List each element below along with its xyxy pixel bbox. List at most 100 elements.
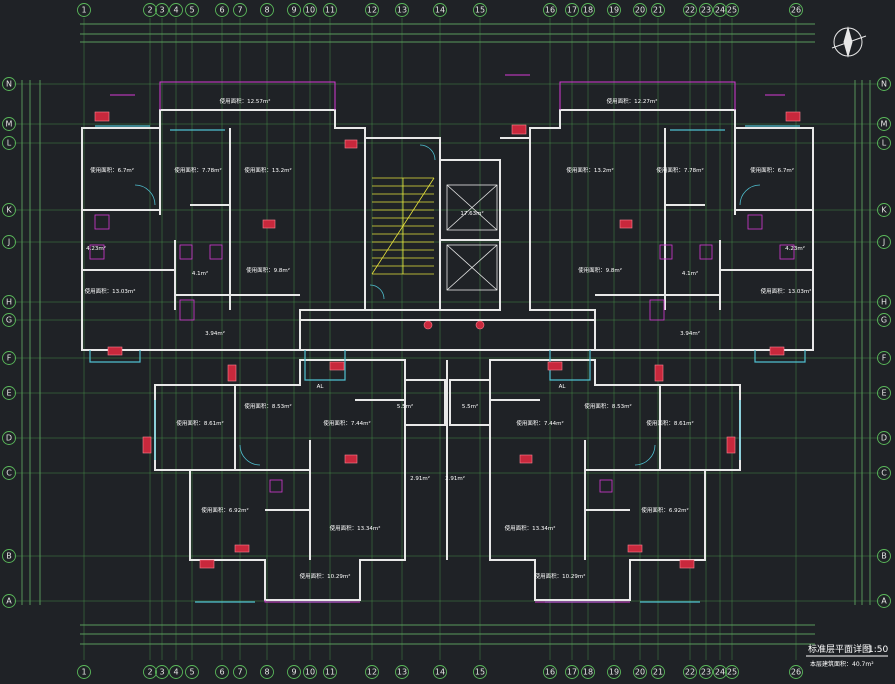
fixtures	[94, 111, 801, 569]
axis-bubble-row: N	[877, 77, 891, 91]
axis-bubble-col: 14	[433, 3, 447, 17]
axis-label-col: 23	[701, 6, 711, 15]
room-area-label: 使用面积：8.53m²	[584, 402, 631, 410]
axis-label-row: E	[6, 389, 11, 398]
axis-bubble-row: D	[2, 431, 16, 445]
axis-bubble-row: D	[877, 431, 891, 445]
axis-label-col: 10	[305, 668, 315, 677]
axis-bubble-col: 10	[303, 3, 317, 17]
axis-label-col: 9	[291, 668, 296, 677]
axis-label-col: 17	[567, 668, 577, 677]
axis-label-col: 6	[219, 668, 224, 677]
axis-bubble-col: 11	[323, 3, 337, 17]
axis-bubble-col: 21	[651, 665, 665, 679]
axis-label-col: 16	[545, 6, 555, 15]
axis-label-col: 25	[727, 6, 737, 15]
axis-bubble-col: 22	[683, 3, 697, 17]
room-area-label: 使用面积：10.29m²	[535, 572, 586, 580]
axis-label-col: 25	[727, 668, 737, 677]
sanitary-fixtures	[89, 214, 795, 493]
axis-label-col: 22	[685, 668, 695, 677]
axis-label-row: H	[6, 298, 12, 307]
axis-bubble-row: J	[877, 235, 891, 249]
axis-label-col: 20	[635, 668, 645, 677]
axis-bubble-col: 19	[607, 3, 621, 17]
room-area-label: 使用面积：7.78m²	[174, 166, 221, 174]
axis-bubble-col: 15	[473, 665, 487, 679]
axis-label-col: 24	[715, 668, 725, 677]
room-area-label: AL	[317, 384, 325, 390]
elevator-shafts	[446, 184, 498, 291]
doors	[134, 144, 761, 466]
axis-label-col: 7	[237, 6, 242, 15]
axis-bubble-col: 7	[233, 665, 247, 679]
axis-label-col: 5	[189, 668, 194, 677]
axis-bubble-col: 4	[169, 3, 183, 17]
axis-label-row: N	[881, 80, 887, 89]
room-area-label: 17.63m²	[460, 210, 483, 217]
room-area-label: 使用面积：12.27m²	[607, 97, 658, 105]
axis-label-row: D	[881, 434, 887, 443]
axis-label-col: 5	[189, 6, 194, 15]
axis-label-row: B	[6, 552, 12, 561]
axis-label-col: 3	[159, 668, 164, 677]
axis-label-row: B	[881, 552, 887, 561]
axis-label-col: 11	[325, 6, 335, 15]
axis-bubble-col: 4	[169, 665, 183, 679]
axis-label-row: N	[6, 80, 12, 89]
axis-label-row: M	[881, 120, 888, 129]
axis-bubble-col: 7	[233, 3, 247, 17]
axis-label-col: 17	[567, 6, 577, 15]
axis-label-col: 20	[635, 6, 645, 15]
axis-label-col: 19	[609, 6, 619, 15]
axis-bubble-col: 25	[725, 3, 739, 17]
stair-treads	[371, 177, 435, 275]
room-area-label: AL	[559, 384, 567, 390]
room-area-label: 使用面积：10.29m²	[300, 572, 351, 580]
axis-label-col: 10	[305, 6, 315, 15]
axis-label-col: 2	[147, 668, 152, 677]
axis-bubble-col: 23	[699, 665, 713, 679]
room-area-label: 使用面积：7.78m²	[656, 166, 703, 174]
room-area-label: 使用面积：7.44m²	[516, 419, 563, 427]
axis-bubble-col: 17	[565, 3, 579, 17]
axis-bubble-col: 3	[155, 665, 169, 679]
axis-bubble-row: G	[877, 313, 891, 327]
axis-bubble-col: 19	[607, 665, 621, 679]
axis-bubble-col: 12	[365, 665, 379, 679]
drawing-subtitle: 本层建筑面积：40.7m²	[810, 660, 874, 668]
axis-label-col: 14	[435, 668, 445, 677]
axis-label-col: 18	[583, 6, 593, 15]
axis-label-col: 21	[653, 6, 663, 15]
room-area-label: 使用面积：13.03m²	[85, 287, 136, 295]
axis-bubble-col: 3	[155, 3, 169, 17]
room-area-label: 使用面积：6.7m²	[90, 166, 134, 174]
walls	[81, 109, 814, 601]
axis-bubble-row: K	[2, 203, 16, 217]
axis-bubble-col: 9	[287, 665, 301, 679]
axis-label-row: L	[7, 139, 12, 148]
axis-label-row: F	[882, 354, 887, 363]
room-area-label: 使用面积：13.2m²	[244, 166, 291, 174]
axis-bubble-col: 24	[713, 3, 727, 17]
axis-label-col: 1	[81, 668, 86, 677]
axis-label-col: 18	[583, 668, 593, 677]
axis-bubble-row: F	[877, 351, 891, 365]
axis-bubble-row: K	[877, 203, 891, 217]
axis-bubble-col: 1	[77, 665, 91, 679]
axis-label-col: 19	[609, 668, 619, 677]
dimension-lines	[21, 23, 871, 645]
drawing-title: 标准层平面详图	[808, 643, 871, 655]
axis-label-row: M	[6, 120, 13, 129]
room-area-label: 4.23m²	[785, 245, 805, 252]
axis-bubble-row: M	[877, 117, 891, 131]
axis-bubble-col: 17	[565, 665, 579, 679]
axis-bubble-col: 16	[543, 3, 557, 17]
room-area-label: 5.5m²	[462, 403, 478, 410]
axis-label-col: 15	[475, 668, 485, 677]
axis-label-row: G	[6, 316, 12, 325]
axis-label-row: L	[882, 139, 887, 148]
axis-bubble-col: 8	[260, 665, 274, 679]
balconies	[110, 74, 785, 603]
